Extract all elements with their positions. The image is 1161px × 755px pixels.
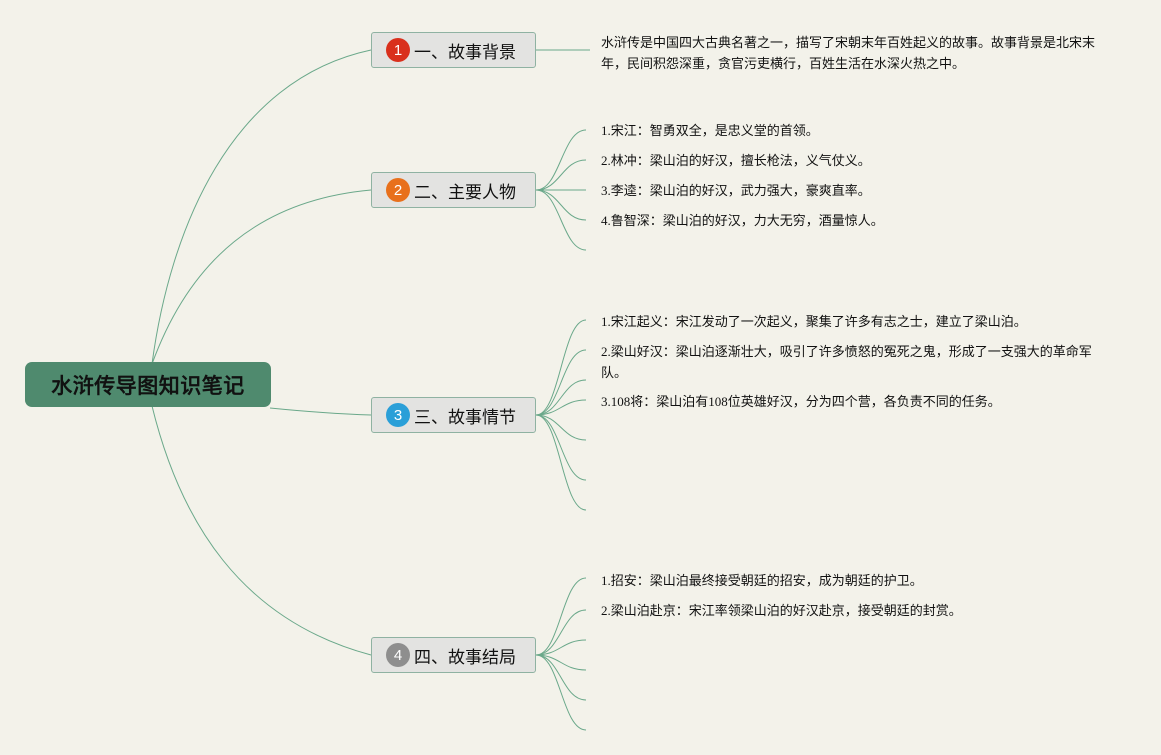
link-topic-3-note-6 (535, 414, 587, 511)
note-linchong[interactable]: 2.林冲：梁山泊的好汉，擅长枪法，义气仗义。 (601, 153, 871, 168)
topic-ending[interactable]: 4 四、故事结局 (371, 637, 536, 673)
link-topic-3-note-4 (535, 414, 587, 441)
topic-label: 三、故事情节 (414, 407, 516, 428)
topic-label: 一、故事背景 (414, 42, 516, 63)
topic-label: 二、主要人物 (414, 182, 516, 203)
note-amnesty[interactable]: 1.招安：梁山泊最终接受朝廷的招安，成为朝廷的护卫。 (601, 573, 923, 588)
link-topic-4-note-2 (535, 609, 587, 656)
note-capital[interactable]: 2.梁山泊赴京：宋江率领梁山泊的好汉赴京，接受朝廷的封赏。 (601, 603, 962, 618)
link-central-topic-4 (151, 405, 372, 656)
link-topic-2-note-2 (535, 159, 587, 191)
link-topic-4-note-6 (535, 654, 587, 731)
central-topic-label: 水浒传导图知识笔记 (51, 373, 245, 398)
topic-plot[interactable]: 3 三、故事情节 (371, 397, 536, 433)
link-topic-3-note-1 (535, 319, 587, 416)
link-topic-2-note-4 (535, 189, 587, 221)
number-3-icon: 3 (386, 403, 410, 427)
link-topic-4-note-1 (535, 577, 587, 656)
link-topic-2-note-5 (535, 189, 587, 251)
link-central-topic-2 (151, 189, 372, 365)
note-background[interactable]: 水浒传是中国四大古典名著之一，描写了宋朝末年百姓起义的故事。故事背景是北宋末年，… (601, 35, 1096, 71)
central-topic[interactable]: 水浒传导图知识笔记 (25, 362, 271, 407)
topic-characters[interactable]: 2 二、主要人物 (371, 172, 536, 208)
note-luzhishen[interactable]: 4.鲁智深：梁山泊的好汉，力大无穷，酒量惊人。 (601, 213, 884, 228)
number-2-icon: 2 (386, 178, 410, 202)
link-central-topic-3 (269, 407, 372, 416)
number-1-icon: 1 (386, 38, 410, 62)
note-108[interactable]: 3.108将：梁山泊有108位英雄好汉，分为四个营，各负责不同的任务。 (601, 394, 1001, 409)
link-topic-3-note-5 (535, 414, 587, 481)
note-heroes[interactable]: 2.梁山好汉：梁山泊逐渐壮大，吸引了许多愤怒的冤死之鬼，形成了一支强大的革命军队… (601, 344, 1092, 380)
link-topic-3-note-2 (535, 349, 587, 416)
note-songjiang[interactable]: 1.宋江：智勇双全，是忠义堂的首领。 (601, 123, 819, 138)
topic-label: 四、故事结局 (414, 647, 516, 668)
note-likui[interactable]: 3.李逵：梁山泊的好汉，武力强大，豪爽直率。 (601, 183, 871, 198)
link-topic-3-note-7 (535, 379, 587, 416)
topic-background[interactable]: 1 一、故事背景 (371, 32, 536, 68)
note-uprising[interactable]: 1.宋江起义：宋江发动了一次起义，聚集了许多有志之士，建立了梁山泊。 (601, 314, 1027, 329)
number-4-icon: 4 (386, 643, 410, 667)
link-topic-4-note-5 (535, 654, 587, 701)
link-topic-4-note-3 (535, 639, 587, 656)
link-topic-2-note-1 (535, 129, 587, 191)
link-central-topic-1 (151, 49, 372, 365)
